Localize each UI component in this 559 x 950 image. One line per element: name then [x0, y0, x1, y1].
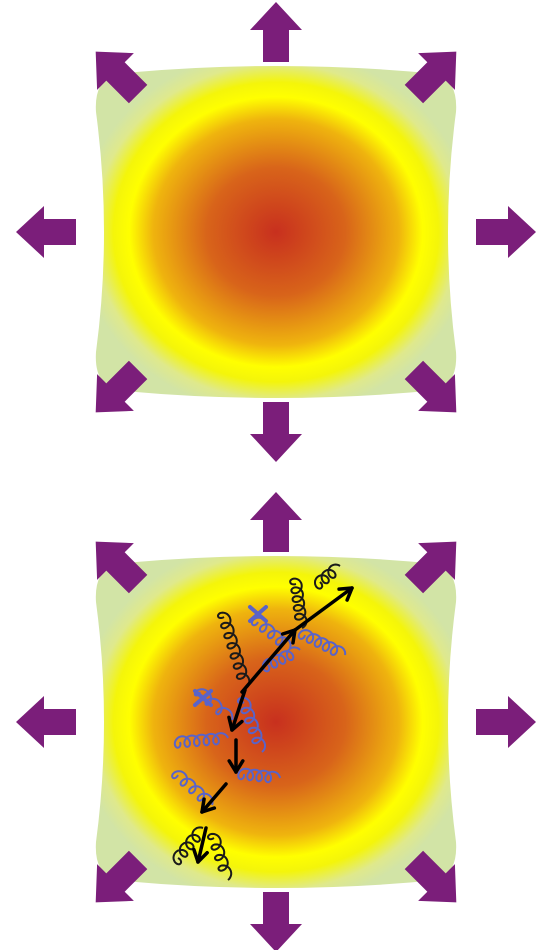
outward-arrow-icon: [250, 892, 302, 950]
outward-arrow-left: [16, 696, 76, 748]
outward-arrow-icon: [250, 402, 302, 462]
outward-arrow-icon: [16, 206, 76, 258]
outward-arrow-icon: [250, 492, 302, 552]
outward-arrow-up: [250, 2, 302, 62]
outward-arrow-icon: [476, 696, 536, 748]
outward-arrow-icon: [16, 696, 76, 748]
fireball-medium: [96, 556, 456, 888]
outward-arrow-left: [16, 206, 76, 258]
outward-arrow-right: [476, 206, 536, 258]
outward-arrow-down: [250, 402, 302, 462]
outward-arrow-icon: [250, 2, 302, 62]
outward-arrow-up: [250, 492, 302, 552]
outward-arrow-down: [250, 892, 302, 950]
outward-arrow-icon: [476, 206, 536, 258]
fireball-medium: [96, 66, 456, 398]
outward-arrow-right: [476, 696, 536, 748]
panel-expanding-medium: [16, 2, 536, 462]
panel-expanding-medium-with-jet: [16, 492, 536, 950]
